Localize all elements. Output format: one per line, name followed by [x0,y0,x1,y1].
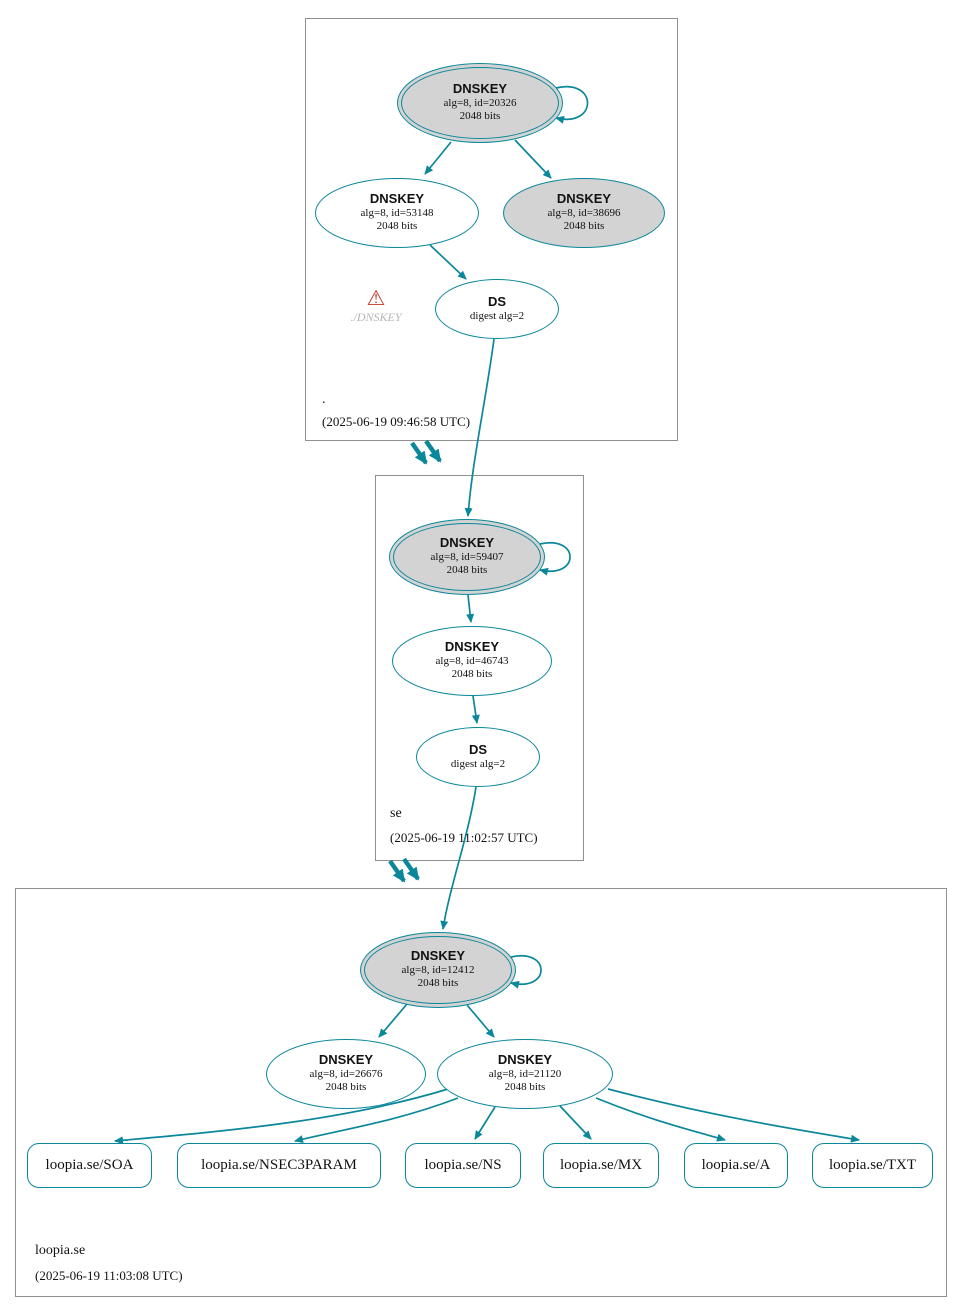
node-detail: 2048 bits [451,668,493,681]
node-title: DNSKEY [452,80,508,96]
rrset-loopia-se-mx: loopia.se/MX [543,1143,659,1188]
node-title: DNSKEY [318,1051,374,1067]
edge-delegation-se-loopia-1 [388,859,406,883]
zone-timestamp-root: (2025-06-19 09:46:58 UTC) [322,414,471,429]
rrset-loopia-se-soa: loopia.se/SOA [27,1143,152,1188]
node-detail: alg=8, id=53148 [360,206,434,219]
node-title: DNSKEY [439,534,495,550]
node-title: DNSKEY [497,1051,553,1067]
node-detail: 2048 bits [504,1081,546,1094]
rrset-loopia-se-a: loopia.se/A [684,1143,788,1188]
node-title: DS [468,741,488,757]
node-detail: alg=8, id=21120 [488,1067,562,1080]
node-detail: 2048 bits [376,220,418,233]
rrset-label: loopia.se/NS [424,1157,502,1173]
node-dnskey-12412: DNSKEY alg=8, id=12412 2048 bits [360,932,516,1008]
node-dnskey-46743: DNSKEY alg=8, id=46743 2048 bits [392,626,552,696]
node-detail: alg=8, id=59407 [430,550,504,563]
rrset-error-indicator: ⚠ ./DNSKEY [338,288,414,325]
warning-label: ./DNSKEY [350,310,402,324]
node-detail: alg=8, id=20326 [443,96,517,109]
zone-timestamp-se: (2025-06-19 11:02:57 UTC) [390,830,538,845]
node-detail: alg=8, id=38696 [547,206,621,219]
rrset-loopia-se-txt: loopia.se/TXT [812,1143,933,1188]
node-detail: alg=8, id=46743 [435,654,509,667]
zone-name-se: se [390,806,402,821]
node-title: DNSKEY [369,190,425,206]
edge-delegation-root-se-1 [410,441,428,465]
zone-timestamp-loopia-se: (2025-06-19 11:03:08 UTC) [35,1268,183,1283]
zone-name-loopia-se: loopia.se [35,1243,86,1258]
rrset-label: loopia.se/NSEC3PARAM [201,1157,357,1173]
node-detail: 2048 bits [459,110,501,123]
node-ds-root: DS digest alg=2 [435,279,559,339]
node-title: DNSKEY [556,190,612,206]
rrset-label: loopia.se/A [701,1157,771,1173]
node-detail: alg=8, id=12412 [401,963,475,976]
node-detail: digest alg=2 [450,757,506,770]
node-detail: 2048 bits [446,564,488,577]
node-detail: 2048 bits [417,977,459,990]
rrset-label: loopia.se/MX [559,1157,643,1173]
zone-box-loopia-se [15,888,947,1297]
node-detail: 2048 bits [563,220,605,233]
rrset-label: loopia.se/TXT [828,1157,917,1173]
rrset-loopia-se-ns: loopia.se/NS [405,1143,521,1188]
warning-icon: ⚠ [366,286,386,310]
node-dnskey-53148: DNSKEY alg=8, id=53148 2048 bits [315,178,479,248]
node-title: DNSKEY [444,638,500,654]
node-dnskey-21120: DNSKEY alg=8, id=21120 2048 bits [437,1039,613,1109]
rrset-label: loopia.se/SOA [45,1157,134,1173]
node-detail: digest alg=2 [469,309,525,322]
node-ds-se: DS digest alg=2 [416,727,540,787]
node-dnskey-59407: DNSKEY alg=8, id=59407 2048 bits [389,519,545,595]
node-dnskey-38696: DNSKEY alg=8, id=38696 2048 bits [503,178,665,248]
rrset-loopia-se-nsec3param: loopia.se/NSEC3PARAM [177,1143,381,1188]
edge-delegation-root-se-2 [424,439,442,463]
node-detail: 2048 bits [325,1081,367,1094]
node-title: DS [487,293,507,309]
edge-delegation-se-loopia-2 [402,857,420,881]
zone-name-root: . [322,392,326,407]
node-title: DNSKEY [410,947,466,963]
node-dnskey-20326: DNSKEY alg=8, id=20326 2048 bits [397,63,563,143]
node-dnskey-26676: DNSKEY alg=8, id=26676 2048 bits [266,1039,426,1109]
node-detail: alg=8, id=26676 [309,1067,383,1080]
